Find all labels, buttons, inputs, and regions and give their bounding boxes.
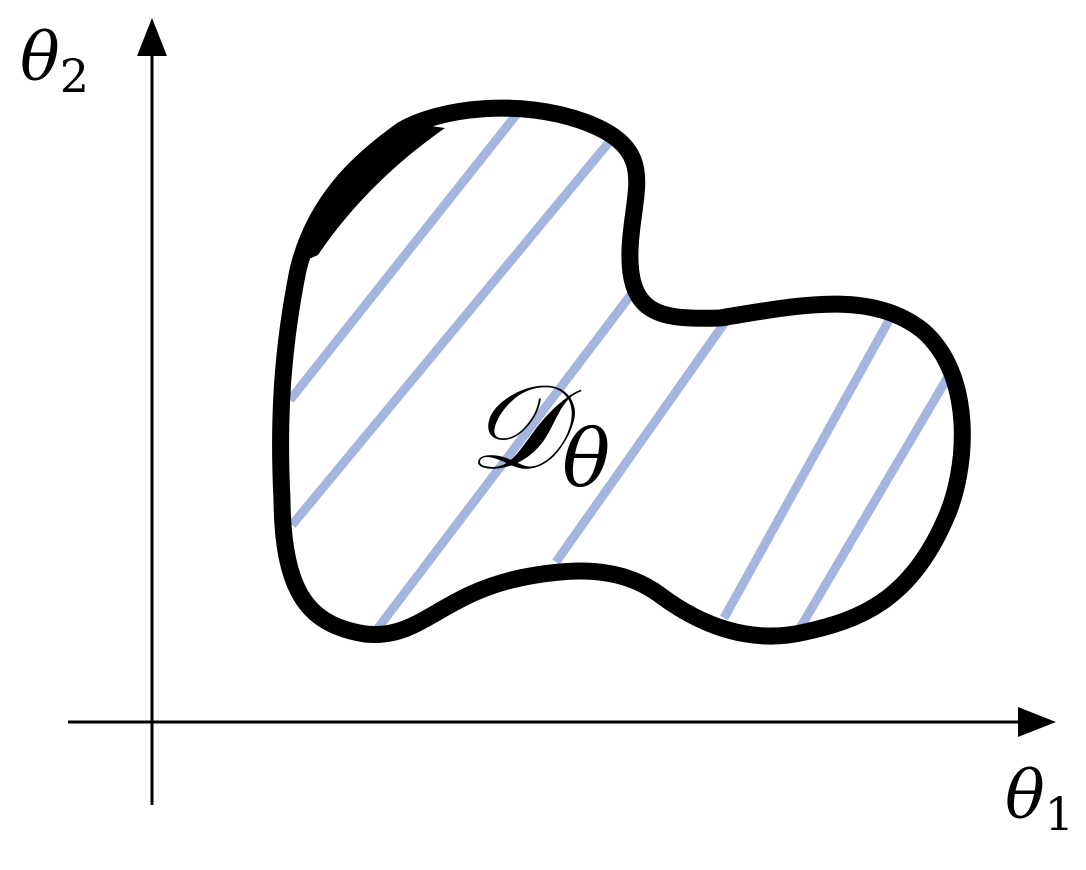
region-label-subscript: θ xyxy=(562,412,610,505)
region-boundary-thick-segment xyxy=(302,122,445,262)
region-label: 𝒟θ xyxy=(468,358,610,505)
x-axis-label-subscript: 1 xyxy=(1045,787,1074,841)
hatch-line xyxy=(371,285,640,635)
y-axis-label: θ2 xyxy=(20,19,89,103)
hatch-line xyxy=(720,310,897,621)
y-axis-label-subscript: 2 xyxy=(60,49,89,103)
hatch-line xyxy=(288,132,619,528)
x-axis-label: θ1 xyxy=(1005,757,1074,841)
hatch-line xyxy=(286,108,524,403)
region-hatching xyxy=(286,108,956,635)
x-axis-arrowhead xyxy=(1018,707,1056,737)
hatch-line xyxy=(796,367,956,631)
y-axis-arrowhead xyxy=(137,18,167,56)
hatch-line xyxy=(552,315,732,565)
region-boundary xyxy=(272,99,971,645)
